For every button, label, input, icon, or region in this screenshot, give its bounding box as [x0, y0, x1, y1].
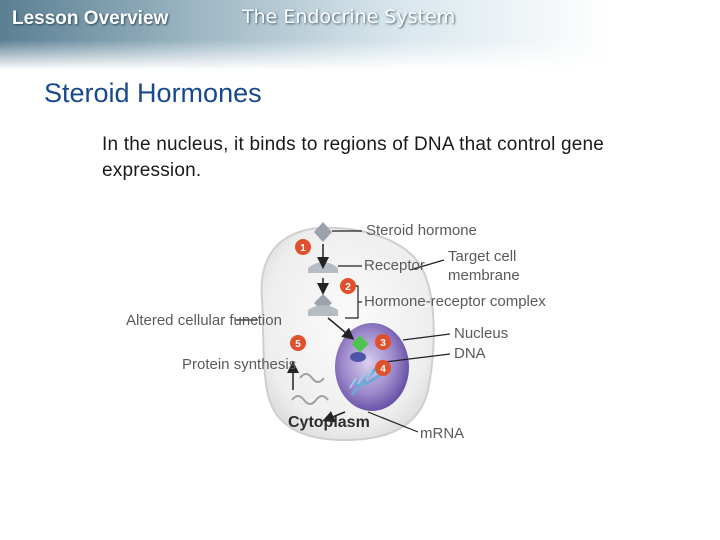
label-cytoplasm: Cytoplasm — [288, 414, 370, 431]
label-complex: Hormone-receptor complex — [364, 293, 546, 310]
label-nucleus: Nucleus — [454, 325, 508, 342]
slide-body: In the nucleus, it binds to regions of D… — [102, 134, 605, 181]
step-marker-5: 5 — [290, 335, 306, 351]
svg-text:4: 4 — [380, 364, 386, 375]
lesson-label: Lesson Overview — [12, 8, 169, 29]
mrna-strand — [291, 395, 329, 405]
svg-text:5: 5 — [295, 339, 301, 350]
svg-text:3: 3 — [380, 338, 386, 349]
nucleus — [335, 323, 409, 411]
bound-complex — [351, 335, 369, 353]
header-banner — [0, 0, 720, 70]
slide-title: Steroid Hormones — [44, 78, 262, 108]
label-receptor: Receptor — [364, 257, 425, 274]
step-marker-4: 4 — [375, 360, 391, 376]
step-marker-1: 1 — [295, 239, 311, 255]
topic-title: The Endocrine System — [242, 6, 456, 28]
steroid-hormone-molecule — [314, 222, 332, 242]
step-marker-2: 2 — [340, 278, 356, 294]
label-protein-synthesis: Protein synthesis — [182, 356, 296, 373]
step-marker-3: 3 — [375, 334, 391, 350]
svg-text:2: 2 — [345, 282, 351, 293]
label-mrna: mRNA — [420, 425, 464, 442]
label-altered-function: Altered cellular function — [126, 312, 282, 329]
label-steroid-hormone: Steroid hormone — [366, 222, 477, 239]
label-target-cell: Target cell — [448, 248, 516, 265]
label-dna: DNA — [454, 345, 486, 362]
label-membrane: membrane — [448, 267, 520, 284]
svg-text:1: 1 — [300, 243, 306, 254]
